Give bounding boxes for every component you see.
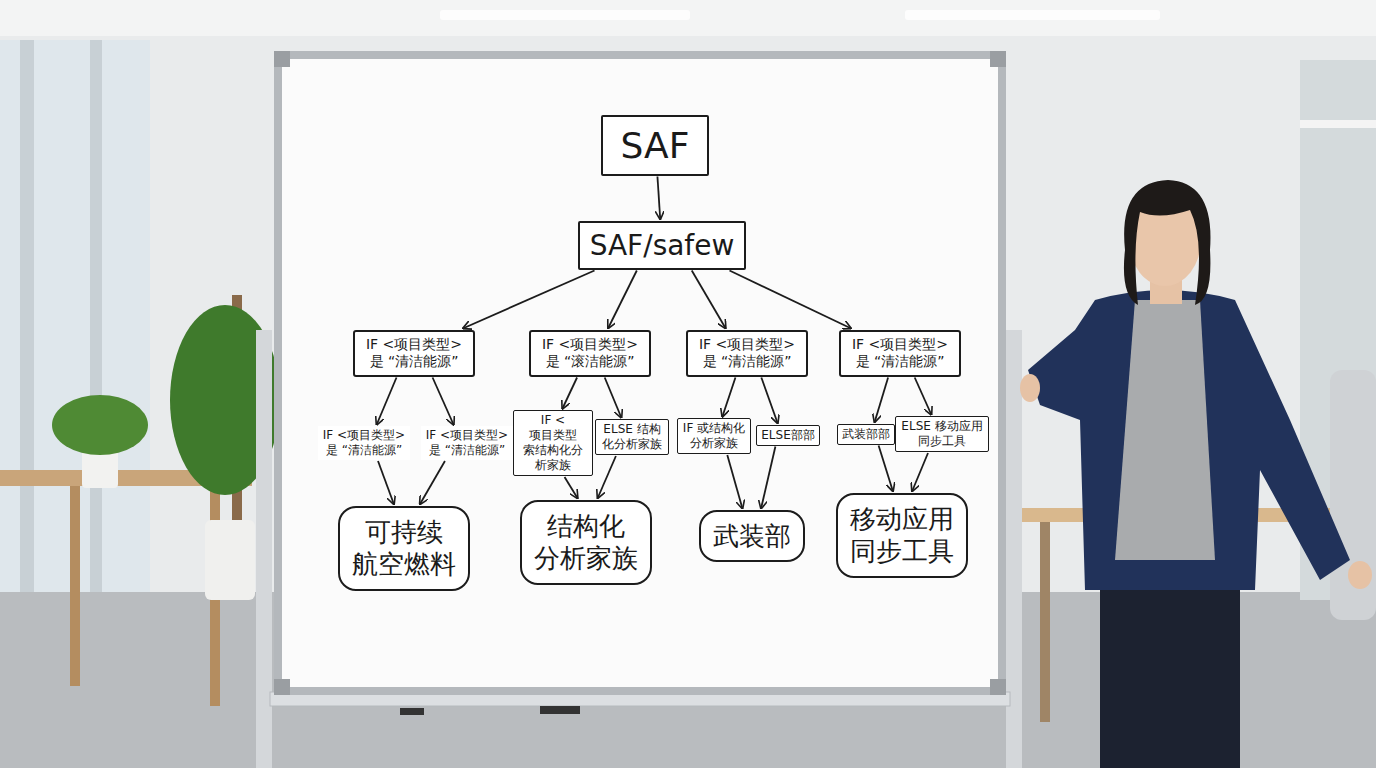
arrow-connector [722,378,735,418]
board-corner [990,51,1006,67]
condition-box: IF <项目类型> 是 “清洁能源” [353,330,475,377]
person-hair [1124,180,1211,305]
ceiling-light [440,10,690,20]
board-corner [274,51,290,67]
arrow-connector [761,447,775,509]
branch-box: IF 或结构化 分析家族 [677,418,751,454]
node-text: 武装部 [713,520,791,553]
result-box: 武装部 [699,510,805,563]
node-text: IF <项目类型> 是 “清洁能源” [847,336,953,371]
condition-text: IF <项目类型> 是 “清洁能源” [421,426,513,460]
arrow-connector [608,271,637,329]
plant-leaves [52,395,148,455]
node-text: 结构化 分析家族 [534,510,638,575]
arrow-connector [377,378,397,426]
branch-box: IF <项目类型 索结构化分 析家族 [513,410,593,476]
ceiling [0,0,1376,36]
arrow-connector [598,456,616,499]
arrow-connector [727,455,742,509]
whiteboard [278,55,1002,691]
wall-light [1300,120,1376,128]
arrow-connector [657,177,660,220]
marker [540,706,580,714]
marker [400,708,424,715]
arrow-connector [433,378,454,426]
plant-pot [82,450,118,488]
node-text: IF <项目类型> 是 “清洁能源” [694,336,800,371]
node-text: IF 或结构化 分析家族 [682,421,746,451]
window-mullion [20,40,34,600]
result-box: 结构化 分析家族 [520,500,652,585]
window-mullion [90,40,102,600]
condition-box: IF <项目类型> 是 “清洁能源” [686,330,808,377]
arrow-connector [420,461,445,505]
node-text: ELSE部部 [761,428,814,443]
board-corner [990,679,1006,695]
ceiling-light [905,10,1160,20]
node-text: ELSE 结构 化分析家族 [600,422,664,452]
office-chair [1330,370,1376,620]
arrow-connector [565,477,578,499]
node-text: IF <项目类型> 是 “清洁能源” [320,428,408,458]
table-leg [70,486,80,686]
arrow-connector [875,378,889,423]
condition-box: IF <项目类型> 是 “滚洁能源” [529,330,651,377]
arrow-connector [729,271,851,329]
condition-box: IF <项目类型> 是 “清洁能源” [839,330,961,377]
arrow-connector [912,453,928,492]
node-text: 武装部部 [842,427,890,442]
branch-box: 武装部部 [837,424,895,445]
arrow-connector [692,271,726,329]
node-text: IF <项目类型 索结构化分 析家族 [518,413,588,473]
person-hand [1020,374,1040,402]
arrow-connector [915,378,932,416]
arrow-connector [605,378,622,419]
arrow-connector [378,461,394,505]
arrow-connector [463,271,595,329]
node-text: 可持续 航空燃料 [352,516,456,581]
person-shirt [1115,300,1215,560]
arrow-connector [761,378,777,424]
arrow-connector [879,446,893,492]
person-hand [1348,561,1372,589]
node-text: IF <项目类型> 是 “清洁能源” [361,336,467,371]
node-text: SAF/safew [590,228,735,263]
condition-text: IF <项目类型> 是 “清洁能源” [318,426,410,460]
result-box: 移动应用 同步工具 [836,493,968,578]
node-text: 移动应用 同步工具 [850,503,954,568]
person-jacket [1028,290,1350,590]
node-text: SAF [621,123,690,168]
board-corner [274,679,290,695]
result-box: 可持续 航空燃料 [338,506,470,591]
branch-box: ELSE部部 [756,425,819,446]
desk-leg [1040,522,1050,722]
node-text: IF <项目类型> 是 “滚洁能源” [537,336,643,371]
process-box: SAF/safew [578,221,747,270]
branch-box: ELSE 移动应用 同步工具 [895,416,989,452]
node-text: ELSE 移动应用 同步工具 [900,419,984,449]
branch-box: ELSE 结构 化分析家族 [595,419,669,455]
arrow-connector [562,378,577,410]
root-box: SAF [601,115,710,176]
node-text: IF <项目类型> 是 “清洁能源” [423,428,511,458]
plant-pot [205,520,255,600]
